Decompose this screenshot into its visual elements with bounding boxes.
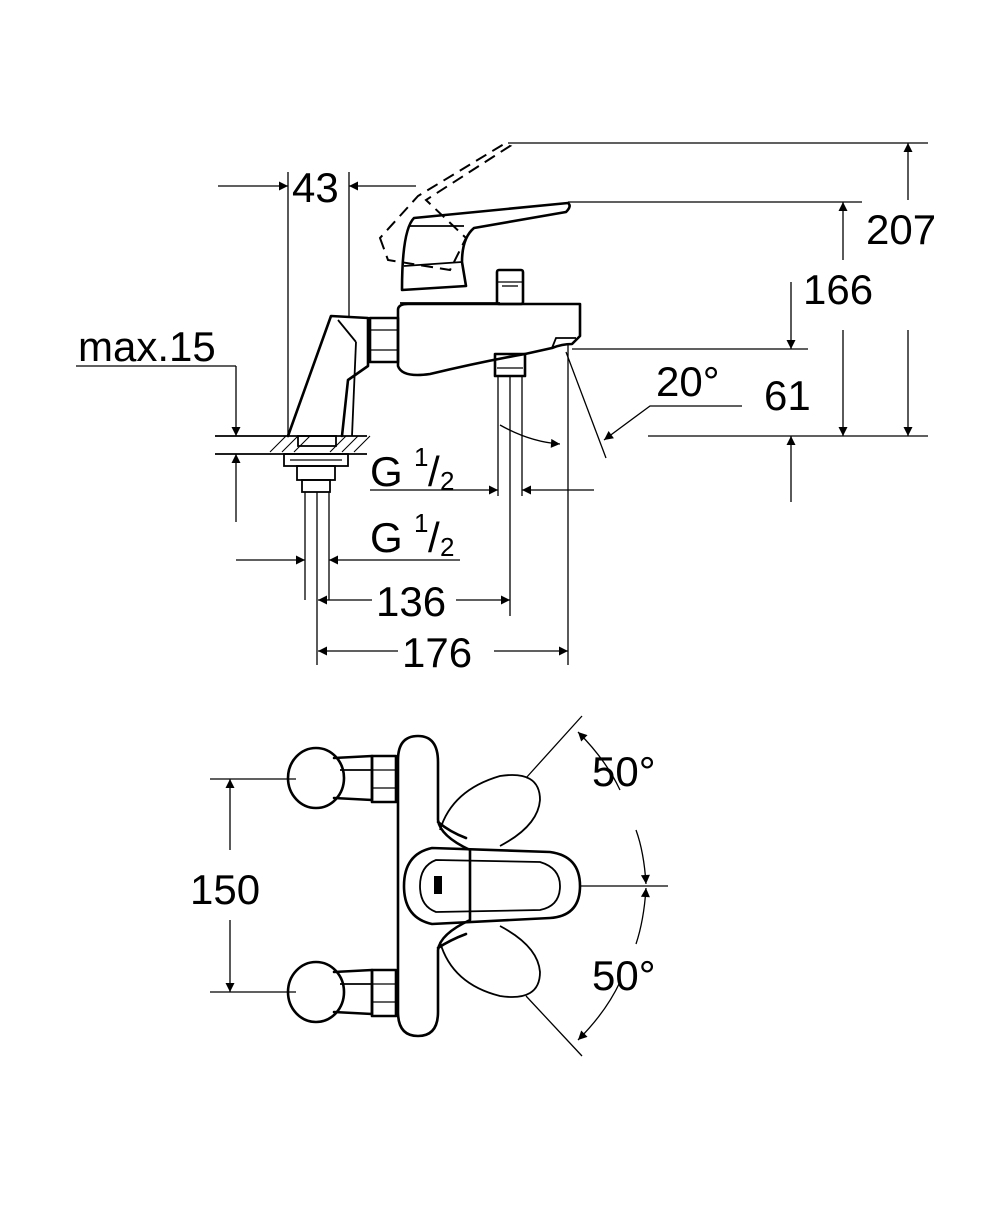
top-view: 150 (190, 715, 668, 1057)
dim-176-label: 176 (402, 629, 472, 676)
dim-136-label: 136 (376, 578, 446, 625)
dim-max15-label: max.15 (78, 323, 216, 370)
side-view: 43 max.15 207 166 61 20° G 1 / 2 (76, 142, 936, 676)
faucet-body (286, 302, 582, 438)
lever-rotated (439, 774, 541, 998)
angle-50-bottom-label: 50° (592, 952, 656, 999)
lever-closed (400, 201, 571, 292)
hose-outlet (493, 352, 527, 616)
lever-open (378, 142, 513, 272)
lower-connector (286, 960, 398, 1024)
dim-150-label: 150 (190, 866, 260, 913)
angle-20-label: 20° (656, 358, 720, 405)
thread-supply-label: G 1 / 2 (370, 508, 454, 562)
upper-connector (286, 746, 398, 810)
thread-hose-label: G 1 / 2 (370, 442, 454, 496)
dim-207-label: 207 (866, 206, 936, 253)
mounting-assembly (283, 435, 349, 665)
handle-top-view (402, 846, 582, 926)
deck-surface (215, 435, 371, 455)
dim-43-label: 43 (292, 164, 339, 211)
diverter-knob (495, 268, 525, 306)
angle-50-top-label: 50° (592, 748, 656, 795)
dim-61-label: 61 (764, 372, 811, 419)
body-top-view (396, 734, 472, 1038)
dim-166-label: 166 (803, 266, 873, 313)
